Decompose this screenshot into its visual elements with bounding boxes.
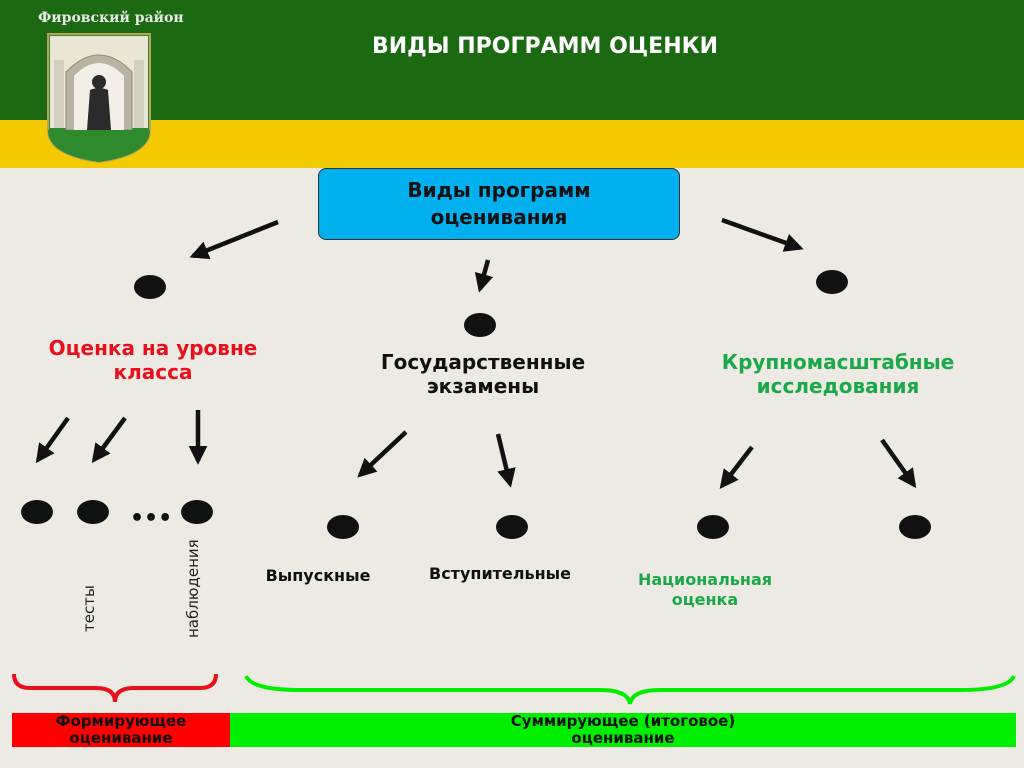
bar-summative-line2: оценивание — [571, 729, 675, 747]
node-international — [899, 515, 931, 539]
node-tests — [21, 500, 53, 524]
brace-summative — [244, 674, 1016, 705]
category-research-line2: исследования — [756, 374, 920, 398]
node-national — [697, 515, 729, 539]
category-exams-line2: экзамены — [426, 374, 540, 398]
arrow-research-to-international — [880, 438, 917, 489]
node-graduation — [327, 515, 359, 539]
category-class-line1: Оценка на уровне — [48, 336, 258, 360]
category-research-line1: Крупномасштабные — [721, 350, 955, 374]
arrow-root-to-research — [721, 217, 804, 252]
header-yellow-band — [0, 120, 1024, 168]
page-title: ВИДЫ ПРОГРАММ ОЦЕНКИ — [371, 34, 719, 59]
leaf-entrance: Вступительные — [429, 564, 571, 583]
leaf-graduation: Выпускные — [265, 566, 371, 585]
region-label: Фировский район — [38, 10, 184, 26]
category-exams-line1: Государственные — [380, 350, 586, 374]
node-exams — [464, 313, 496, 337]
node-class — [134, 275, 166, 299]
header-green-band — [0, 0, 1024, 120]
arrow-root-to-class — [189, 219, 279, 260]
bar-formative-line1: Формирующее — [55, 712, 187, 730]
category-class-line2: класса — [113, 360, 193, 384]
brace-formative — [12, 673, 218, 703]
arrow-exams-to-graduation — [357, 430, 408, 478]
arrow-research-to-national — [719, 445, 754, 489]
node-entrance — [496, 515, 528, 539]
arrow-class-to-second — [91, 416, 127, 464]
leaf-national-line2: оценка — [671, 590, 739, 609]
arrow-class-to-tests — [35, 416, 70, 464]
bar-summative-line1: Суммирующее (итоговое) — [510, 712, 736, 730]
coat-of-arms-icon — [47, 33, 151, 164]
node-research — [816, 270, 848, 294]
ellipsis-more: ••• — [130, 506, 173, 531]
bar-formative-line2: оценивание — [69, 729, 173, 747]
root-node-box: Виды программ оценивания — [318, 168, 680, 240]
bar-summative: Суммирующее (итоговое)оценивание — [230, 713, 1016, 747]
leaf-tests: тесты — [80, 585, 98, 632]
arrow-root-to-exams — [474, 259, 494, 293]
node-second-form — [77, 500, 109, 524]
root-node-line2: оценивания — [430, 205, 568, 229]
leaf-observations: наблюдения — [184, 539, 202, 638]
arrow-exams-to-entrance — [495, 433, 516, 488]
node-observations — [181, 500, 213, 524]
leaf-national-line1: Национальная — [637, 570, 773, 589]
root-node-line1: Виды программ — [407, 178, 591, 202]
